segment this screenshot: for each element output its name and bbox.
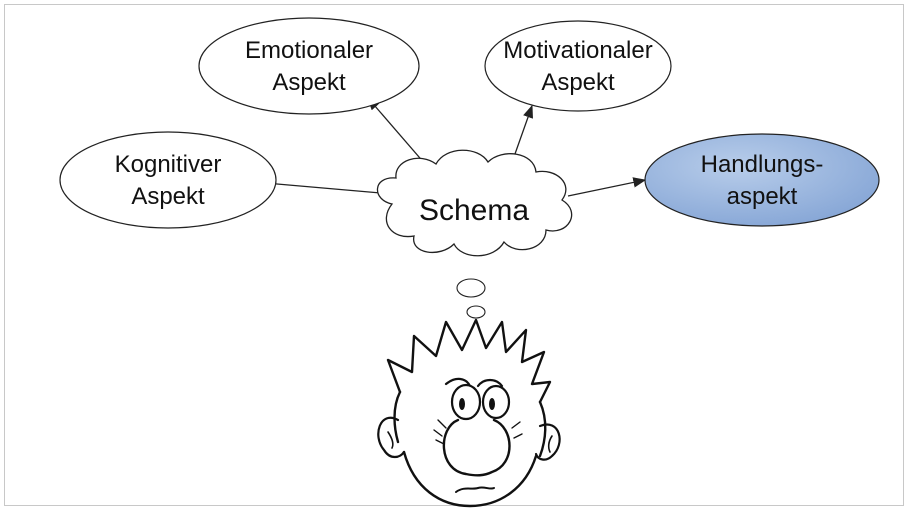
node-emotional-line2: Aspekt [272, 69, 346, 96]
node-action-line1: Handlungs- [701, 151, 824, 178]
node-action-line2: aspekt [727, 183, 798, 210]
node-action: Handlungs- aspekt [644, 133, 880, 227]
node-cognitive: Kognitiver Aspekt [59, 131, 277, 229]
node-motivational: Motivationaler Aspekt [484, 20, 672, 112]
arrow-to-cognitive [252, 177, 393, 195]
thought-bubble-small [466, 305, 486, 319]
node-emotional-line1: Emotionaler [245, 37, 373, 64]
node-cognitive-line2: Aspekt [131, 183, 205, 210]
schema-label: Schema [419, 194, 529, 227]
node-emotional: Emotionaler Aspekt [198, 17, 420, 115]
thinking-face-icon [377, 318, 561, 508]
schema-cloud: Schema [376, 149, 573, 257]
node-motivational-line1: Motivationaler [503, 37, 652, 64]
thought-bubble-large [456, 278, 486, 298]
node-cognitive-line1: Kognitiver [115, 151, 222, 178]
arrow-to-action [567, 177, 647, 197]
node-motivational-line2: Aspekt [541, 69, 615, 96]
